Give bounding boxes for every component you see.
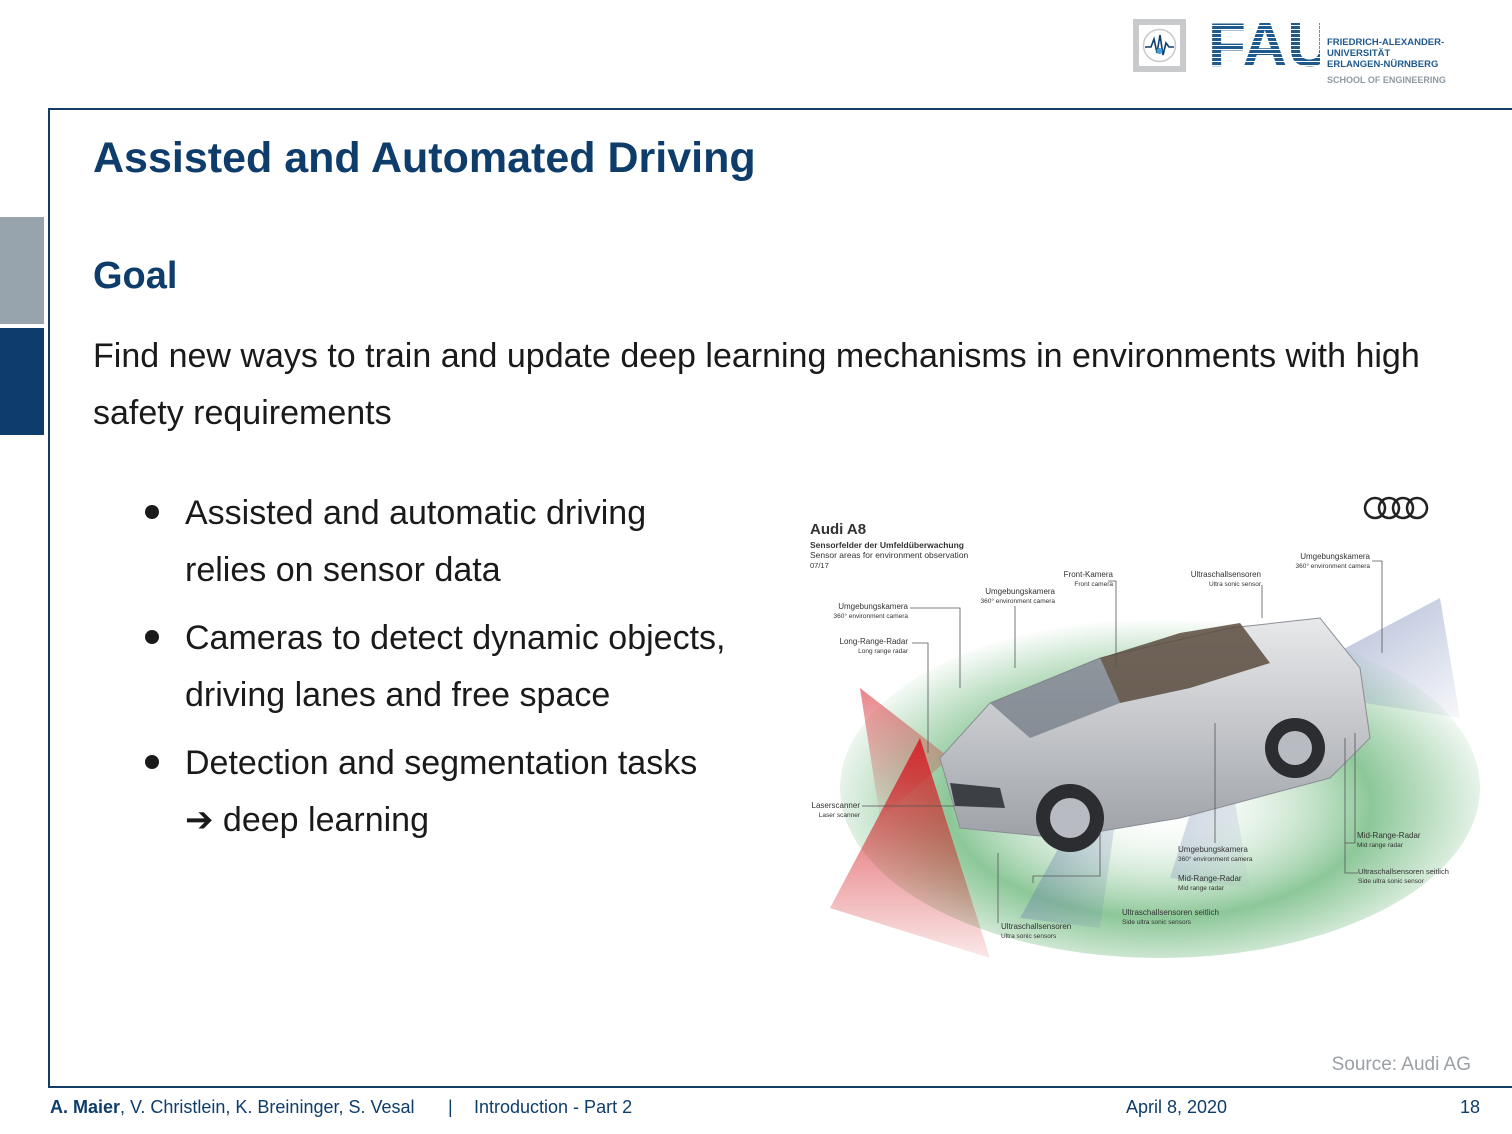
label-en: Ultra sonic sensors: [1001, 933, 1057, 940]
audi-a8-sensor-figure: Audi A8 Sensorfelder der Umfeldüberwachu…: [810, 496, 1480, 958]
label-de: Laserscanner: [812, 801, 861, 810]
label-en: 360° environment camera: [1296, 562, 1371, 570]
waveform-icon: [1142, 28, 1177, 63]
bullet-list: Assisted and automatic driving relies on…: [140, 485, 725, 860]
bullet-dot: [145, 505, 159, 519]
bullet-item: Detection and segmentation tasks ➔ deep …: [140, 735, 725, 849]
section-tab-previous: [0, 217, 44, 324]
label-en: Long range radar: [858, 648, 909, 655]
label-en: Side ultra sonic sensors: [1122, 919, 1192, 926]
school-name: SCHOOL OF ENGINEERING: [1327, 75, 1446, 85]
bullet-line: driving lanes and free space: [185, 676, 611, 714]
frame-bottom-rule: [48, 1086, 1512, 1088]
footer-coauthors: , V. Christlein, K. Breininger, S. Vesal: [120, 1097, 415, 1117]
label-en: Laser scanner: [819, 812, 861, 819]
fau-logo: FAU: [1208, 18, 1320, 70]
goal-text: Find new ways to train and update deep l…: [93, 337, 1420, 432]
bullet-line: Cameras to detect dynamic objects,: [185, 619, 726, 657]
institute-logo: [1133, 19, 1186, 72]
bullet-line: Assisted and automatic driving: [185, 494, 647, 532]
footer-date: April 8, 2020: [1126, 1097, 1228, 1117]
label-de: Ultraschallsensoren seitlich: [1122, 908, 1219, 917]
label-en: 360° environment camera: [834, 612, 909, 620]
footer-lead-author: A. Maier: [50, 1097, 121, 1117]
bullet-item: Assisted and automatic driving relies on…: [140, 485, 725, 599]
bullet-line: relies on sensor data: [185, 551, 501, 589]
label-de: Umgebungskamera: [985, 587, 1055, 596]
label-en: 360° environment camera: [1178, 855, 1253, 863]
bullet-line: ➔ deep learning: [185, 801, 429, 839]
label-en: Front camera: [1074, 581, 1113, 588]
figure-subtitle-en: Sensor areas for environment observation: [810, 550, 969, 560]
footer-lecture-title: Introduction - Part 2: [474, 1097, 633, 1117]
bullet-dot: [145, 630, 159, 644]
figure-title: Audi A8: [810, 521, 866, 538]
footer-authors: A. Maier, V. Christlein, K. Breininger, …: [50, 1097, 415, 1118]
fau-logo-text: FAU: [1208, 18, 1320, 70]
slide-subtitle: Goal: [93, 255, 178, 297]
label-en: Mid range radar: [1178, 885, 1225, 892]
university-line: ERLANGEN-NÜRNBERG: [1327, 59, 1439, 70]
bullet-line: Detection and segmentation tasks: [185, 744, 698, 782]
label-de: Mid-Range-Radar: [1357, 831, 1421, 840]
label-de: Ultraschallsensoren: [1001, 922, 1071, 931]
section-tab-current: [0, 328, 44, 435]
callout-lines: [862, 560, 1383, 923]
audi-rings-icon: [1363, 496, 1429, 520]
footer-separator: |: [448, 1097, 453, 1117]
university-line: FRIEDRICH-ALEXANDER-: [1327, 37, 1445, 48]
university-line: UNIVERSITÄT: [1327, 48, 1391, 59]
frame-top-rule: [48, 108, 1512, 110]
bullet-item: Cameras to detect dynamic objects, drivi…: [140, 610, 725, 724]
figure-code: 07/17: [810, 561, 829, 570]
label-en: 360° environment camera: [981, 597, 1056, 605]
label-de: Umgebungskamera: [1300, 552, 1370, 561]
label-de: Mid-Range-Radar: [1178, 874, 1242, 883]
image-source: Source: Audi AG: [1331, 1054, 1471, 1075]
label-de: Front-Kamera: [1064, 570, 1114, 579]
label-de: Long-Range-Radar: [840, 637, 909, 646]
label-en: Side ultra sonic sensor: [1358, 878, 1425, 885]
label-en: Ultra sonic sensor: [1209, 581, 1262, 588]
label-de: Ultraschallsensoren: [1191, 570, 1261, 579]
label-de: Ultraschallsensoren seitlich: [1358, 867, 1449, 876]
bullet-dot: [145, 755, 159, 769]
university-name: FRIEDRICH-ALEXANDER- UNIVERSITÄT ERLANGE…: [1327, 37, 1444, 70]
figure-subtitle-de: Sensorfelder der Umfeldüberwachung: [810, 540, 964, 550]
label-de: Umgebungskamera: [1178, 845, 1248, 854]
frame-left-rule: [48, 108, 50, 1088]
callout-labels: Umgebungskamera 360° environment camera …: [812, 552, 1449, 940]
slide-title: Assisted and Automated Driving: [93, 134, 756, 182]
label-en: Mid range radar: [1357, 842, 1404, 849]
label-de: Umgebungskamera: [838, 602, 908, 611]
page-number: 18: [1460, 1097, 1481, 1117]
car-body: [939, 617, 1371, 852]
